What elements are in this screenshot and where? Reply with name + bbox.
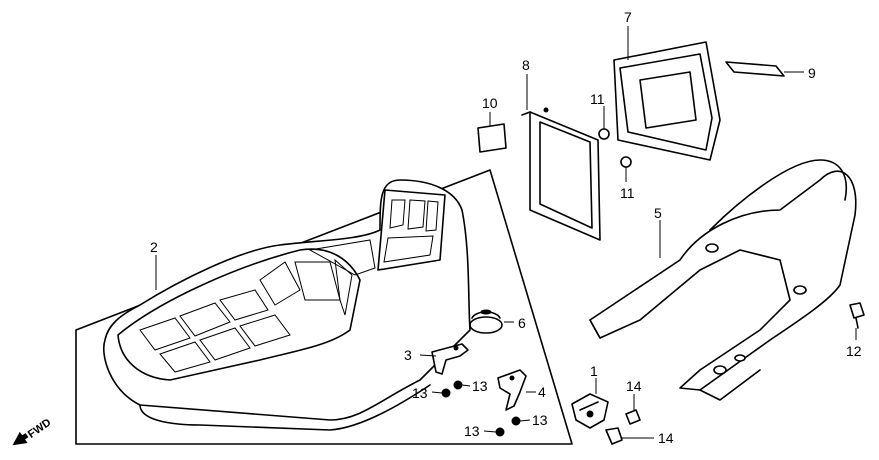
callout-7: 7 <box>624 9 632 25</box>
callout-13-a: 13 <box>412 385 428 401</box>
bolt-part-12 <box>849 302 865 329</box>
callout-11-upper: 11 <box>590 91 605 107</box>
leader-lines <box>155 26 857 439</box>
callout-3: 3 <box>404 347 412 363</box>
bolts-part-14 <box>605 409 641 445</box>
callout-10: 10 <box>482 95 498 111</box>
callout-6: 6 <box>518 315 526 331</box>
rear-cowl-part <box>589 159 857 401</box>
callout-14-a: 14 <box>626 378 642 394</box>
callout-2: 2 <box>150 239 158 255</box>
seat <box>103 179 471 431</box>
callout-13-b: 13 <box>472 378 488 394</box>
callout-4: 4 <box>538 384 546 400</box>
rubber-cushion-part <box>469 309 503 334</box>
bracket-part-4 <box>497 369 527 411</box>
callout-8: 8 <box>522 57 530 73</box>
seat-lock-part <box>571 393 609 429</box>
callout-11-lower: 11 <box>620 185 635 201</box>
callout-14-b: 14 <box>658 430 674 446</box>
strip-part-9 <box>725 61 785 77</box>
fwd-label: FWD <box>26 417 53 441</box>
seat-group-frame <box>75 169 573 445</box>
callout-13-d: 13 <box>532 412 548 428</box>
bracket-frame-part-8 <box>521 107 601 241</box>
callout-9: 9 <box>808 65 816 81</box>
tail-box-part-7 <box>613 41 721 161</box>
callout-13-c: 13 <box>464 423 480 439</box>
callout-5: 5 <box>654 205 662 221</box>
callout-1: 1 <box>590 363 598 379</box>
bracket-part-3 <box>431 343 469 375</box>
label-part-10 <box>477 123 507 153</box>
callout-12: 12 <box>846 343 862 359</box>
fwd-arrow: FWD <box>12 417 53 446</box>
